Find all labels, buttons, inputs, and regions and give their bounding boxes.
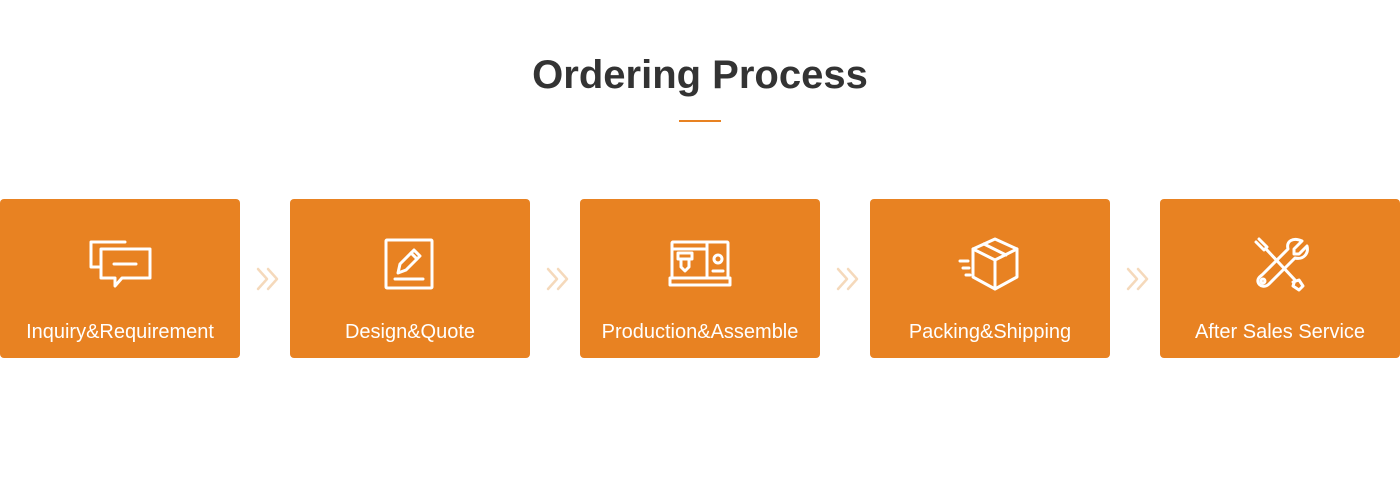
step-label: After Sales Service (1194, 321, 1366, 343)
step-card-production[interactable]: Production&Assemble (580, 199, 820, 358)
step-label: Design&Quote (344, 321, 476, 343)
machine-icon (667, 235, 733, 295)
pencil-document-icon (377, 235, 443, 295)
page-title: Ordering Process (532, 53, 868, 97)
step-label: Packing&Shipping (908, 321, 1072, 343)
step-label: Inquiry&Requirement (26, 321, 214, 343)
step-label: Production&Assemble (601, 321, 799, 343)
step-card-design[interactable]: Design&Quote (290, 199, 530, 358)
step-card-after-sales[interactable]: After Sales Service (1160, 199, 1400, 358)
shipping-box-icon (957, 235, 1023, 295)
chevron-right-icon (254, 265, 282, 293)
step-card-inquiry[interactable]: Inquiry&Requirement (0, 199, 240, 358)
title-underline (679, 120, 721, 122)
chevron-right-icon (834, 265, 862, 293)
chat-bubbles-icon (87, 235, 153, 295)
wrench-screwdriver-icon (1247, 235, 1313, 295)
step-card-packing[interactable]: Packing&Shipping (870, 199, 1110, 358)
chevron-right-icon (544, 265, 572, 293)
chevron-right-icon (1124, 265, 1152, 293)
